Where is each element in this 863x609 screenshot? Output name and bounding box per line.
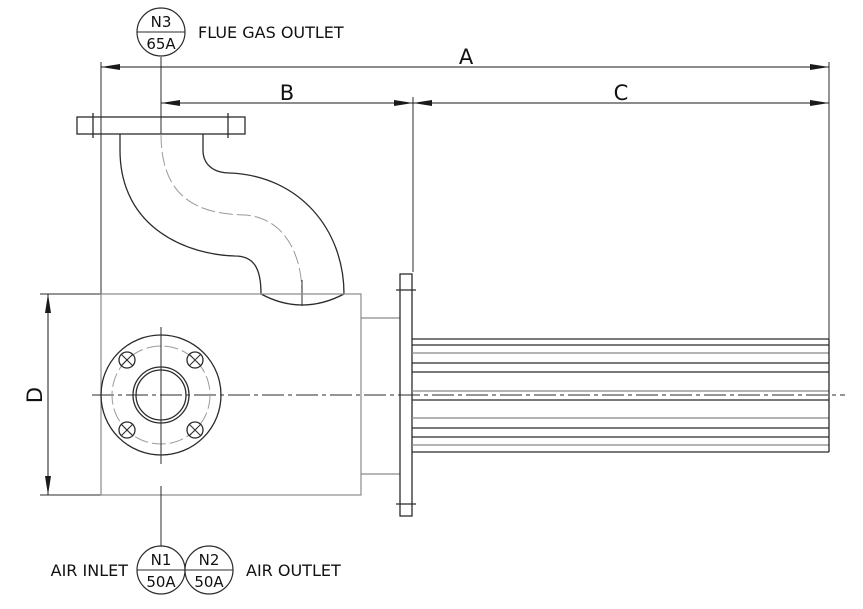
nozzle-description-n3: FLUE GAS OUTLET: [198, 23, 344, 42]
arrow-icon: [45, 476, 51, 495]
nozzle-mark: N2: [199, 551, 220, 569]
dimension-c-label: C: [614, 81, 629, 105]
arrow-icon: [101, 64, 120, 70]
dimension-a-label: A: [459, 45, 474, 69]
body-neck: [361, 317, 400, 475]
nozzle-description-n1: AIR INLET: [51, 561, 129, 580]
nozzle-size: 65A: [146, 35, 176, 53]
dimension-b: B: [161, 81, 413, 106]
nozzle-mark: N3: [151, 13, 172, 31]
nozzle-balloon-n1: N1 50A: [136, 545, 186, 595]
flue-gas-pipe: [119, 133, 345, 306]
arrow-icon: [810, 64, 829, 70]
dimension-c: C: [413, 81, 829, 106]
nozzle-balloon-n2: N2 50A: [184, 545, 234, 595]
dimension-b-label: B: [280, 81, 294, 105]
nozzle-mark: N1: [151, 551, 172, 569]
dimension-a: A: [101, 45, 829, 70]
dimension-d: D: [23, 294, 51, 495]
dimension-d-label: D: [23, 387, 47, 403]
arrow-icon: [161, 100, 180, 106]
arrow-icon: [413, 100, 432, 106]
nozzle-description-n2: AIR OUTLET: [246, 561, 341, 580]
tube-bundle: [412, 338, 829, 453]
arrow-icon: [810, 100, 829, 106]
arrow-icon: [394, 100, 413, 106]
bolt-holes: [118, 351, 204, 439]
air-inlet-flange: [100, 327, 222, 546]
nozzle-size: 50A: [194, 573, 224, 591]
nozzle-size: 50A: [146, 573, 176, 591]
arrow-icon: [45, 294, 51, 313]
nozzle-balloon-n3: N3 65A: [136, 7, 186, 57]
